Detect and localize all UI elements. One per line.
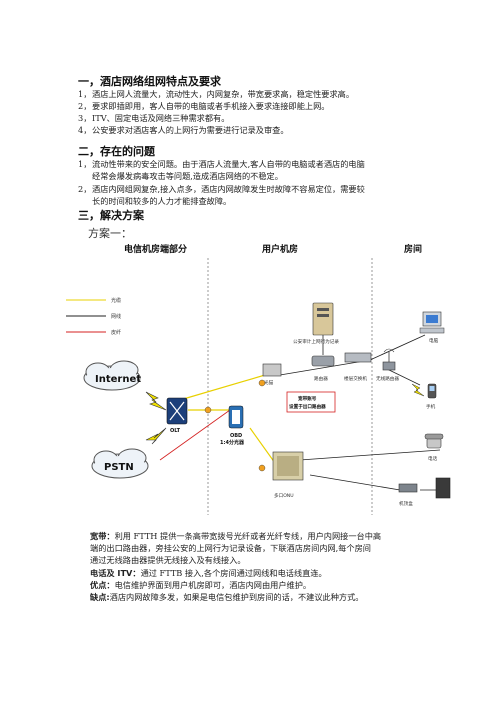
obd-label: OBD [230,433,242,439]
router-label: 路由器 [314,375,328,382]
lightning-icon [145,391,167,411]
link-leather [159,409,231,461]
section3-heading: 三，解决方案 [78,209,144,222]
zone-room-title: 房间 [404,243,422,255]
list-item: 1，流动性带来的安全问题。由于酒店人流量大,客人自带的电脑或者酒店的电脑经常会爆… [78,159,365,181]
section2-heading: 二，存在的问题 [78,145,155,158]
list-item: 2，要求即插即用，客人自带的电脑或者手机接入要求连接即能上网。 [78,101,330,111]
paragraph-advantages: 优点：电信维护界面到用户机房即可，酒店内网由用户维护。 [90,580,312,590]
set-top-box-label: 机顶盒 [399,500,413,507]
legend-label: 皮纤 [111,329,121,336]
audit-server-icon [312,302,334,336]
optical-modem-label: 光猫 [264,379,274,386]
link-ethernet [384,367,421,386]
paragraph-phone-itv: 电话及 ITV：通过 FTTB 接入,各个房间通过网线和电话线直连。 [90,568,327,578]
optical-modem-icon [262,363,282,377]
legend-label: 网线 [111,313,121,320]
list-item: 1，酒店上网人流量大，流动性大，内网复杂，带宽要求高，稳定性要求高。 [78,89,355,99]
set-top-box-icon [398,483,418,493]
zone-user-title: 用户机房 [261,243,298,255]
pc-label: 电脑 [429,337,439,344]
link-ethernet [369,334,426,361]
broadband-note-box [286,391,336,413]
wireless-router-label: 无线路由器 [376,375,399,382]
link-ethernet [279,359,371,376]
telephone-icon [426,437,442,449]
connector-icon [258,464,266,472]
broadband-note-text: 设置于出口路由器 [289,403,326,410]
link-ethernet [299,449,441,461]
link-fiber [179,374,266,401]
router-icon [311,355,335,367]
internet-cloud-icon [83,360,141,391]
pstn-cloud-icon [91,448,149,479]
pstn-label: PSTN [104,462,134,473]
list-item: 2，酒店内网组网复杂,接入点多，酒店内网故障发生时故障不容易定位，需要较长的时间… [78,184,365,206]
tv-icon [435,477,451,499]
telephone-label: 电话 [428,455,438,462]
plan-label: 方案一： [88,227,132,240]
zone-telecom-title: 电信机房端部分 [124,243,187,255]
legend-label: 光缆 [111,297,121,304]
mobile-phone-label: 手机 [426,403,436,410]
list-item: 4，公安要求对酒店客人的上网行为需要进行记录及审查。 [78,125,289,135]
lightning-icon [145,427,167,445]
connector-icon [204,406,212,414]
wireless-router-icon [382,361,396,371]
connector-icon [258,379,266,387]
audit-server-label: 公安审计上网行为记录 [293,338,339,345]
multi-onu-label: 多口ONU [274,492,294,499]
internet-label: Internet [95,374,141,385]
paragraph-disadvantages: 缺点:酒店内网故障多发，如果是电信包维护到房间的话，不建议此种方式。 [90,592,364,602]
paragraph-broadband: 宽带：利用 FTTH 提供一条高带宽拨号光纤或者光纤专线，用户内网接一台中高 端… [90,531,382,565]
broadband-note-text: 宽带账号 [298,395,317,402]
floor-switch-label: 楼层交换机 [344,375,367,382]
section1-heading: 一，酒店网络组网特点及要求 [78,75,221,88]
floor-switch-icon [344,352,372,363]
list-item: 3，ITV、固定电话及网络三种需求都有。 [78,113,230,123]
obd-label: 1:4分光器 [220,439,245,446]
lightning-icon [411,383,425,397]
olt-label: OLT [170,428,181,434]
link-ethernet [309,474,401,491]
